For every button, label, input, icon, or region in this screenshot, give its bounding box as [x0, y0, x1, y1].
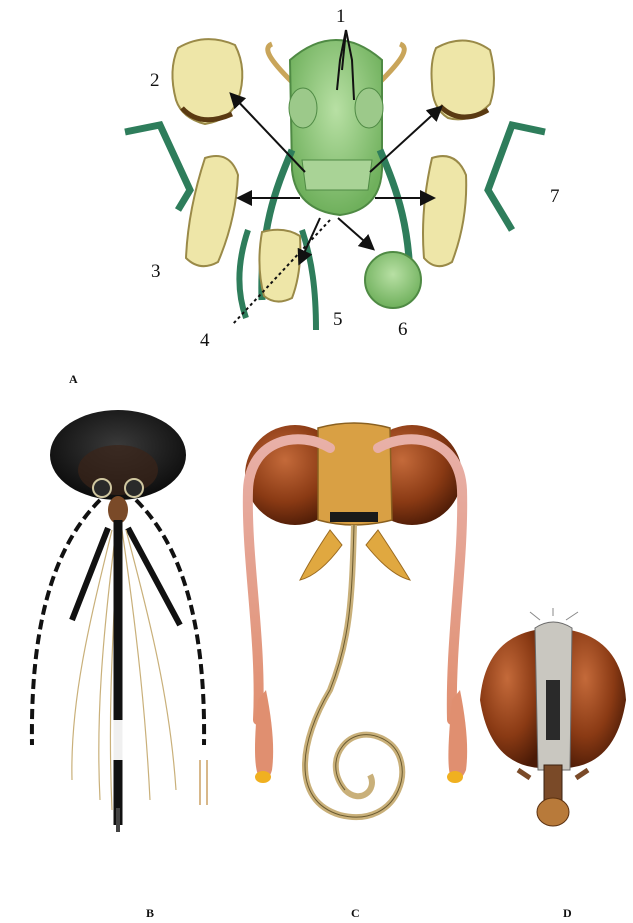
panel-d-housefly — [480, 608, 626, 826]
callout-4: 4 — [200, 331, 210, 350]
callout-2: 2 — [150, 71, 160, 90]
panel-label-d: D — [563, 907, 572, 919]
callout-7: 7 — [550, 187, 560, 206]
left-maxilla — [186, 156, 238, 266]
panel-a-grasshopper — [125, 30, 545, 330]
panel-c-butterfly — [245, 423, 467, 817]
panel-label-a: A — [69, 373, 78, 385]
hypopharynx — [365, 252, 421, 308]
panel-b-mosquito — [32, 410, 207, 832]
right-maxilla — [423, 156, 466, 266]
panel-label-b: B — [146, 907, 154, 919]
fly-labellum — [537, 798, 569, 826]
labium — [259, 230, 300, 302]
butterfly-head — [318, 423, 392, 525]
callout-3: 3 — [151, 262, 161, 281]
callout-6: 6 — [398, 320, 408, 339]
callout-1: 1 — [336, 7, 346, 26]
panel-label-c: C — [351, 907, 360, 919]
callout-5: 5 — [333, 310, 343, 329]
